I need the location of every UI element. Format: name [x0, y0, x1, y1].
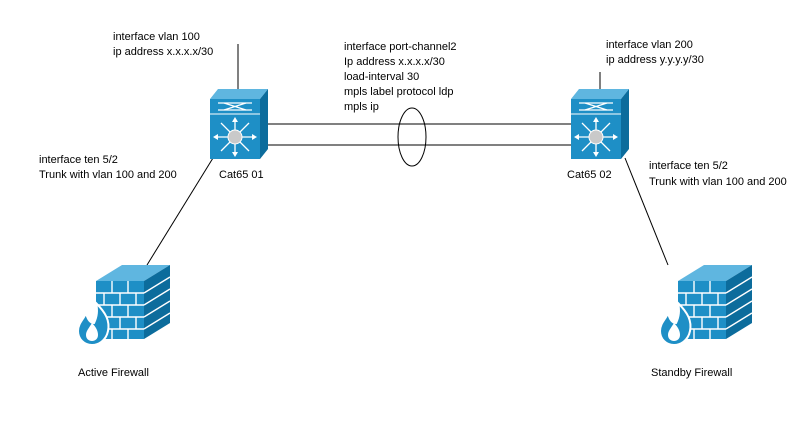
right-trunk-line-2: Trunk with vlan 100 and 200 — [649, 176, 787, 188]
nexus-switch-icon — [209, 88, 269, 160]
trunk-link-right — [624, 157, 669, 266]
right-svi-line-1: interface vlan 200 — [606, 39, 693, 51]
active-firewall-label: Active Firewall — [78, 367, 149, 379]
firewall-icon — [659, 264, 753, 346]
trunk-link-left — [146, 157, 214, 266]
port-channel-line-2: Ip address x.x.x.x/30 — [344, 56, 445, 68]
left-switch-name: Cat65 01 — [219, 169, 264, 181]
nexus-switch-icon — [570, 88, 630, 160]
port-channel-line-4: mpls label protocol ldp — [344, 86, 453, 98]
right-svi-line-2: ip address y.y.y.y/30 — [606, 54, 704, 66]
left-svi-line-2: ip address x.x.x.x/30 — [113, 46, 213, 58]
right-trunk-line-1: interface ten 5/2 — [649, 160, 728, 172]
standby-firewall-label: Standby Firewall — [651, 367, 732, 379]
left-trunk-line-2: Trunk with vlan 100 and 200 — [39, 169, 177, 181]
port-channel-ellipse — [397, 107, 427, 167]
left-trunk-line-1: interface ten 5/2 — [39, 154, 118, 166]
left-svi-line-1: interface vlan 100 — [113, 31, 200, 43]
firewall-icon — [77, 264, 171, 346]
right-switch-name: Cat65 02 — [567, 169, 612, 181]
port-channel-line-1: interface port-channel2 — [344, 41, 457, 53]
port-channel-line-3: load-interval 30 — [344, 71, 419, 83]
port-channel-line-5: mpls ip — [344, 101, 379, 113]
